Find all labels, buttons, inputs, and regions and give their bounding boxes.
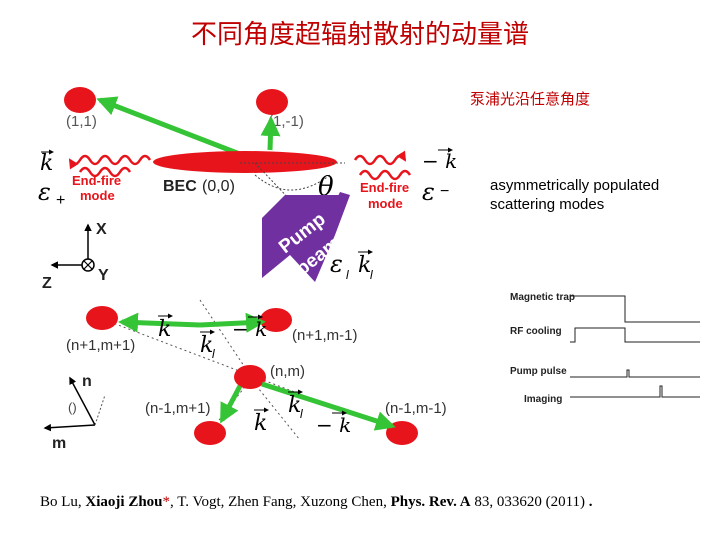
bec-label: BEC <box>163 178 197 195</box>
axis-m-line <box>43 423 96 432</box>
axis-y-label: Y <box>98 267 109 284</box>
endfire-wave-right-2 <box>358 169 412 181</box>
timing-trace-imaging <box>570 385 700 398</box>
citation-authors-c: , T. Vogt, Zhen Fang, Xuzong Chen, <box>170 494 391 510</box>
axis-y-cross-2 <box>83 260 93 270</box>
timing-label-imaging: Imaging <box>524 394 562 405</box>
axis-z-label: Z <box>42 275 52 292</box>
endfire-wave-left-2 <box>78 166 132 178</box>
eps-minus: ε <box>422 178 435 206</box>
minus-k-right: − k <box>422 149 457 173</box>
k-l: k <box>358 253 371 278</box>
lattice-dotted-2 <box>199 299 251 376</box>
bottom-diagram: k − k k l k l k − k (n+1,m+1) (n+1,m-1) … <box>43 299 447 452</box>
k-a: k <box>158 317 171 342</box>
timing-label-rf-cooling: RF cooling <box>510 326 562 337</box>
theta-small: () <box>68 400 77 415</box>
citation-authors-a: Bo Lu, <box>40 494 86 510</box>
asymmetric-note-line-2: scattering modes <box>490 196 605 213</box>
asymmetric-note-line-1: asymmetrically populated <box>490 177 660 194</box>
endfire-left-line2: mode <box>80 188 115 203</box>
kl-a: k <box>200 333 213 358</box>
timing-trace-magnetic-trap <box>570 295 700 323</box>
theta-symbol: θ <box>318 172 334 202</box>
atom-nm1-m1 <box>194 421 226 445</box>
endfire-left-line1: End-fire <box>72 173 121 188</box>
endfire-right-line2: mode <box>368 196 403 211</box>
axis-m-label: m <box>52 435 66 452</box>
minus-k-b: − k <box>316 413 351 437</box>
atom-1-1 <box>64 87 96 113</box>
label-n-m: (n,m) <box>270 363 305 380</box>
arrow-to-1-m1 <box>260 116 281 151</box>
citation-star: * <box>162 494 171 510</box>
k-b: k <box>254 411 267 436</box>
bec-cloud <box>153 151 337 173</box>
arrow-upper-right <box>199 312 266 333</box>
eps-plus: ε <box>38 178 51 206</box>
citation-ref: 83, 033620 (2011) <box>470 494 586 510</box>
arrow-to-1-1 <box>96 96 251 161</box>
axis-n-line <box>69 376 96 426</box>
lattice-dotted-3 <box>249 377 301 441</box>
eps-l: ε <box>330 250 343 278</box>
timing-trace-pump-pulse <box>570 369 700 378</box>
label-n1-mm1: (n+1,m-1) <box>292 327 357 344</box>
eps-minus-sub: − <box>440 183 449 200</box>
arrow-upper-left <box>118 312 201 333</box>
endfire-wave-left <box>68 154 152 170</box>
eps-plus-sub: + <box>56 192 65 209</box>
axis-n-label: n <box>82 373 92 390</box>
page-title: 不同角度超辐射散射的动量谱 <box>190 20 529 50</box>
atom-n1-mm1 <box>260 308 292 332</box>
citation: Bo Lu, Xiaoji Zhou*, T. Vogt, Zhen Fang,… <box>40 494 593 511</box>
arrow-lower-left <box>219 384 243 424</box>
k-l-sub: l <box>370 268 373 282</box>
citation-journal: Phys. Rev. A <box>390 494 471 510</box>
arrow-lower-right <box>261 381 396 431</box>
eps-l-sub: l <box>346 268 349 282</box>
asymmetric-note: asymmetrically populated scattering mode… <box>490 176 659 214</box>
endfire-right-line1: End-fire <box>360 180 409 195</box>
atom-1-m1 <box>256 89 288 115</box>
kl-a-sub: l <box>212 347 215 361</box>
k-left: k <box>40 151 53 176</box>
citation-end: . <box>585 494 593 510</box>
timing-label-pump-pulse: Pump pulse <box>510 366 567 377</box>
timing-trace-rf-cooling <box>570 327 700 343</box>
axis-x-label: X <box>96 221 107 238</box>
label-n1-m1: (n+1,m+1) <box>66 337 135 354</box>
kl-b: k <box>288 393 301 418</box>
label-nm1-mm1: (n-1,m-1) <box>385 400 447 417</box>
axis-diag-dotted <box>94 394 106 426</box>
label-1-1: (1,1) <box>66 113 97 130</box>
kl-b-sub: l <box>300 407 303 421</box>
endfire-wave-right <box>353 150 407 166</box>
label-nm1-m1: (n-1,m+1) <box>145 400 210 417</box>
pump-angle-note: 泵浦光沿任意角度 <box>470 90 591 108</box>
atom-n-m <box>234 365 266 389</box>
top-diagram: (1,1) (1,-1) BEC (0,0) θ End-fire mode k… <box>38 87 457 292</box>
timing-label-magnetic-trap: Magnetic trap <box>510 292 575 303</box>
theta-arc <box>254 174 331 191</box>
minus-k-a: − k <box>232 317 267 341</box>
citation-authors-b: Xiaoji Zhou <box>85 494 163 510</box>
pump-beam-tip <box>325 192 350 222</box>
atom-n1-m1 <box>86 306 118 330</box>
timing-sequence: Magnetic trap RF cooling Pump pulse Imag… <box>510 292 700 405</box>
bec-coords: (0,0) <box>202 178 235 195</box>
